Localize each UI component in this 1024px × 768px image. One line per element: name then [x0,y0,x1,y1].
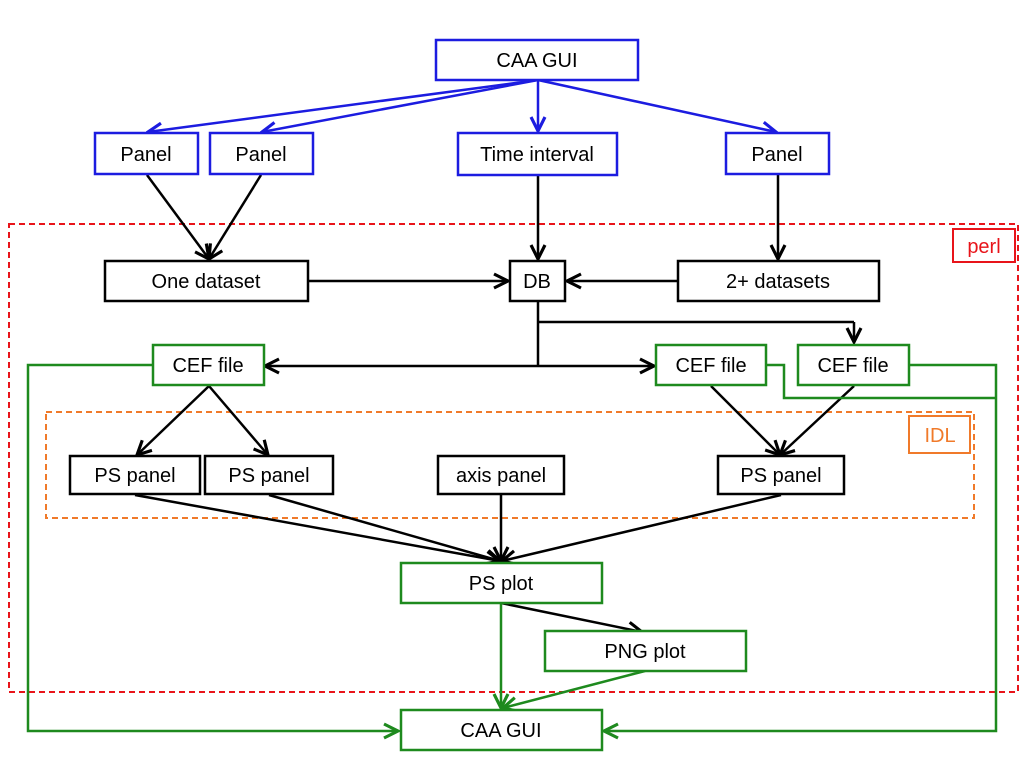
node-cef-file-2: CEF file [654,343,768,387]
idl-region-label-box [908,415,971,454]
green-connectors [26,363,998,731]
black-connectors [135,174,854,632]
node-one-dataset-label: One dataset [152,271,261,293]
perl-region [8,223,1019,693]
node-panel-2: Panel [208,131,315,176]
node-ps-panel-3-label: PS panel [740,465,821,487]
node-ps-panel-2-label: PS panel [228,465,309,487]
node-png-plot: PNG plot [543,629,748,673]
node-time-interval-label: Time interval [480,144,594,166]
node-cef-file-3: CEF file [796,343,911,387]
node-caa-gui-top-label: CAA GUI [496,50,577,72]
node-db: DB [508,259,567,303]
node-multi-datasets: 2+ datasets [676,259,881,303]
node-db-label: DB [523,271,551,293]
node-panel-1: Panel [93,131,200,176]
node-axis-panel-label: axis panel [456,465,546,487]
node-panel-2-label: Panel [235,144,286,166]
node-cef-file-2-label: CEF file [675,355,746,377]
perl-region-label-box [952,228,1016,263]
node-cef-file-1: CEF file [151,343,266,387]
node-ps-panel-1-label: PS panel [94,465,175,487]
node-multi-datasets-label: 2+ datasets [726,271,830,293]
node-ps-plot: PS plot [399,561,604,605]
node-cef-file-1-label: CEF file [172,355,243,377]
node-ps-panel-1: PS panel [68,454,202,496]
node-ps-panel-2: PS panel [203,454,335,496]
node-axis-panel: axis panel [436,454,566,496]
node-ps-panel-3: PS panel [716,454,846,496]
node-time-interval: Time interval [456,131,619,177]
node-panel-3: Panel [724,131,831,176]
node-ps-plot-label: PS plot [469,573,534,595]
node-caa-gui-top: CAA GUI [434,38,640,82]
blue-connectors [148,78,776,132]
idl-region [45,411,975,519]
node-cef-file-3-label: CEF file [817,355,888,377]
node-one-dataset: One dataset [103,259,310,303]
node-caa-gui-bottom-label: CAA GUI [460,720,541,742]
node-png-plot-label: PNG plot [604,641,686,663]
perl-region-label: perl [967,236,1000,258]
node-panel-1-label: Panel [120,144,171,166]
node-caa-gui-bottom: CAA GUI [399,708,604,752]
idl-region-label: IDL [924,425,955,447]
node-panel-3-label: Panel [751,144,802,166]
